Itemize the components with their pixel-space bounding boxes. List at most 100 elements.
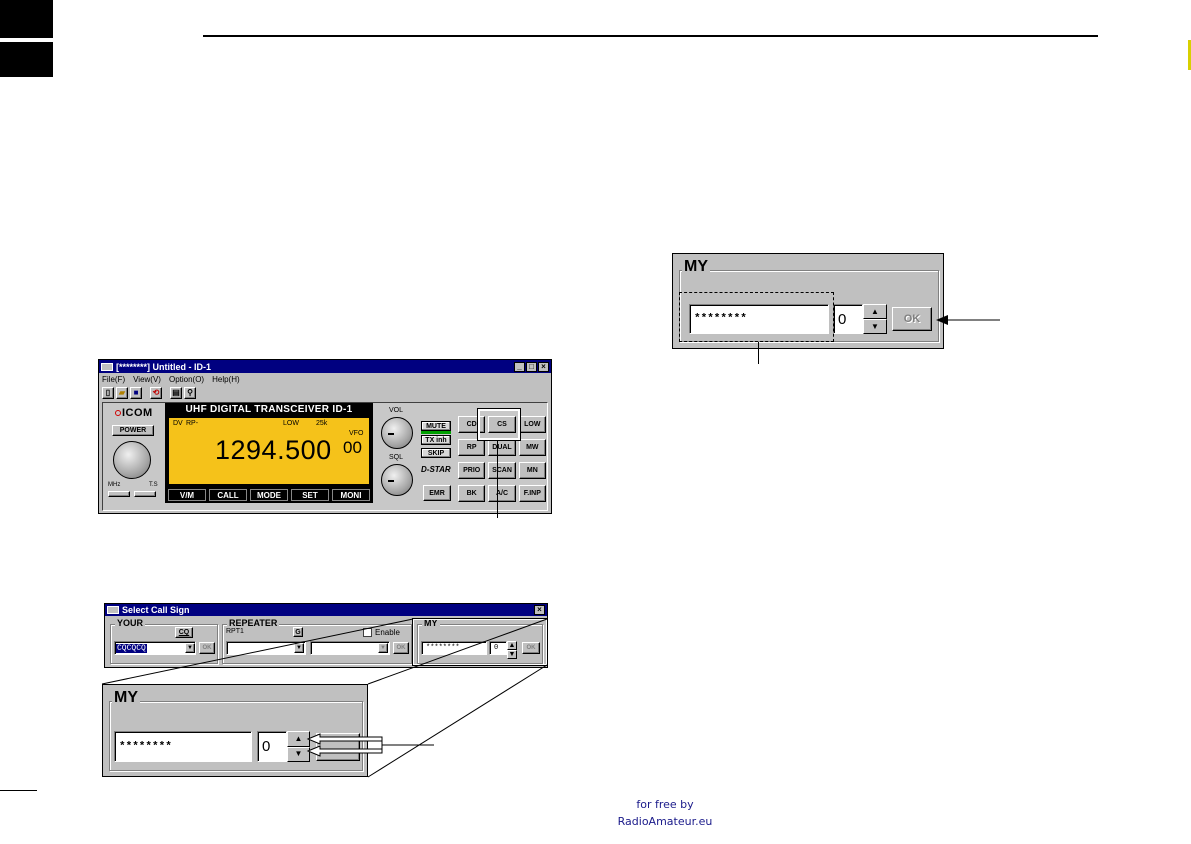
key-mn[interactable]: MN: [518, 462, 546, 479]
zoom-left-callsign-field[interactable]: ********: [114, 731, 252, 762]
toolbar: ▯ ▰ ■ ⟲ ▤ ⚲: [99, 385, 551, 400]
zoom-icon[interactable]: ⚲: [184, 386, 196, 399]
zoom-right-panel: MY ******** 0 ▲ ▼ OK: [672, 253, 944, 349]
spin-down-icon[interactable]: ▼: [507, 650, 517, 659]
lcd-step: 25k: [316, 420, 328, 427]
squelch-knob[interactable]: [381, 464, 413, 496]
skip-button[interactable]: SKIP: [421, 448, 451, 458]
repeater-ok-button[interactable]: OK: [393, 642, 409, 654]
ts-label: T.S: [149, 482, 158, 488]
zoom-right-ok-button[interactable]: OK: [892, 307, 932, 331]
my-group-label: MY: [422, 618, 440, 628]
zoom-left-spin[interactable]: ▲ ▼: [287, 731, 310, 762]
menu-help[interactable]: Help(H): [212, 374, 240, 384]
emr-button[interactable]: EMR: [423, 485, 451, 501]
header-rule: [203, 35, 1098, 37]
zoom-left-spin-down-icon[interactable]: ▼: [287, 746, 310, 762]
my-ok-button[interactable]: OK: [522, 642, 540, 654]
icom-logo: ICOM: [115, 407, 153, 419]
key-scan[interactable]: SCAN: [488, 462, 516, 479]
your-dropdown-icon[interactable]: ▼: [185, 643, 195, 653]
key-finp[interactable]: F.INP: [518, 485, 546, 502]
mute-button[interactable]: MUTE: [421, 421, 451, 431]
my-memo-value: 0: [494, 644, 499, 652]
softkey-moni[interactable]: MONI: [332, 489, 370, 501]
key-cs[interactable]: CS: [488, 416, 516, 433]
power-button[interactable]: POWER: [112, 425, 154, 436]
read-radio-icon[interactable]: ⟲: [150, 386, 162, 399]
ts-button[interactable]: [134, 491, 156, 497]
dialog-title-bar: Select Call Sign ×: [105, 604, 547, 616]
save-disk-icon[interactable]: ■: [130, 386, 142, 399]
key-mw[interactable]: MW: [518, 439, 546, 456]
mhz-button[interactable]: [108, 491, 130, 497]
rpt1-combo[interactable]: [226, 641, 306, 655]
minimize-button[interactable]: _: [514, 361, 525, 372]
my-group-highlight: [413, 619, 547, 665]
window-title: [********] Untitled - ID-1: [116, 361, 212, 372]
new-file-icon[interactable]: ▯: [102, 386, 114, 399]
your-group-label: YOUR: [115, 618, 146, 628]
key-bk[interactable]: BK: [458, 485, 486, 502]
tuning-dial-knob[interactable]: [113, 441, 151, 479]
rpt2-dropdown-icon[interactable]: ▼: [378, 643, 388, 653]
open-folder-icon[interactable]: ▰: [116, 386, 128, 399]
zoom-left-group: MY ******** 0 ▲ ▼: [109, 689, 363, 771]
menu-option[interactable]: Option(O): [168, 374, 205, 384]
zoom-left-memo-value: 0: [262, 738, 271, 755]
your-callsign-combo[interactable]: CQCQCQ: [114, 641, 196, 655]
zoom-right-spin[interactable]: ▲ ▼: [863, 304, 887, 334]
cq-button[interactable]: CQ: [175, 627, 193, 638]
app-icon: [101, 362, 113, 371]
zoom-right-spin-up-icon[interactable]: ▲: [863, 304, 887, 319]
dialog-close-button[interactable]: ×: [534, 605, 545, 615]
lcd-mode: DV: [173, 420, 183, 427]
softkey-call[interactable]: CALL: [209, 489, 247, 501]
rpt1-dropdown-icon[interactable]: ▼: [294, 643, 304, 653]
softkey-set[interactable]: SET: [291, 489, 329, 501]
key-dual[interactable]: DUAL: [488, 439, 516, 456]
lcd-display: DV RP- LOW 25k VFO 00 1294.500: [168, 417, 370, 485]
radio-panel: ICOM POWER MHz T.S UHF DIGITAL TRANSCEIV…: [102, 402, 548, 511]
callsign-dialog: Select Call Sign × YOUR CQ CQCQCQ ▼ OK R…: [104, 603, 548, 668]
softkey-vm[interactable]: V/M: [168, 489, 206, 501]
volume-knob[interactable]: [381, 417, 413, 449]
your-group: YOUR CQ CQCQCQ ▼ OK: [110, 618, 218, 664]
transceiver-window: [********] Untitled - ID-1 _ □ × File(F)…: [98, 359, 552, 514]
key-prio[interactable]: PRIO: [458, 462, 486, 479]
callsign-leader-line: [758, 342, 759, 364]
print-icon[interactable]: ▤: [170, 386, 182, 399]
your-ok-button[interactable]: OK: [199, 642, 215, 654]
zoom-left-panel: MY ******** 0 ▲ ▼: [102, 684, 368, 777]
close-button[interactable]: ×: [538, 361, 549, 372]
zoom-right-memo-value: 0: [838, 310, 847, 328]
my-spin-control[interactable]: ▲ ▼: [507, 641, 517, 659]
rpt2-combo[interactable]: [310, 641, 390, 655]
my-group: MY ******** 0 ▲ ▼ OK: [417, 618, 543, 664]
footer-line-2[interactable]: RadioAmateur.eu: [617, 815, 713, 828]
lcd-power: LOW: [283, 420, 299, 427]
maximize-button[interactable]: □: [526, 361, 537, 372]
menu-view[interactable]: View(V): [133, 374, 161, 384]
softkey-mode[interactable]: MODE: [250, 489, 288, 501]
gateway-button[interactable]: G: [293, 627, 303, 637]
key-ac[interactable]: A/C: [488, 485, 516, 502]
menu-file[interactable]: File(F): [102, 374, 126, 384]
spin-up-icon[interactable]: ▲: [507, 641, 517, 650]
my-memo-field[interactable]: 0: [489, 641, 507, 655]
zoom-right-spin-down-icon[interactable]: ▼: [863, 319, 887, 334]
zoom-right-callsign-field[interactable]: ********: [689, 304, 829, 334]
your-callsign-value: CQCQCQ: [116, 643, 147, 653]
my-callsign-field[interactable]: ********: [421, 641, 487, 655]
chapter-tab-lower: [0, 42, 53, 77]
zoom-right-memo-field[interactable]: 0: [833, 304, 863, 334]
tx-inhibit-button[interactable]: TX inh: [421, 435, 451, 445]
key-rp[interactable]: RP: [458, 439, 486, 456]
repeater-group: REPEATER RPT1 G Enable ▼ ▼ OK: [222, 618, 412, 664]
lcd-frame: UHF DIGITAL TRANSCEIVER ID-1 DV RP- LOW …: [165, 403, 373, 503]
mhz-label: MHz: [108, 482, 121, 488]
zoom-left-memo-field[interactable]: 0: [257, 731, 287, 762]
callsign-field-highlight: [679, 292, 834, 342]
